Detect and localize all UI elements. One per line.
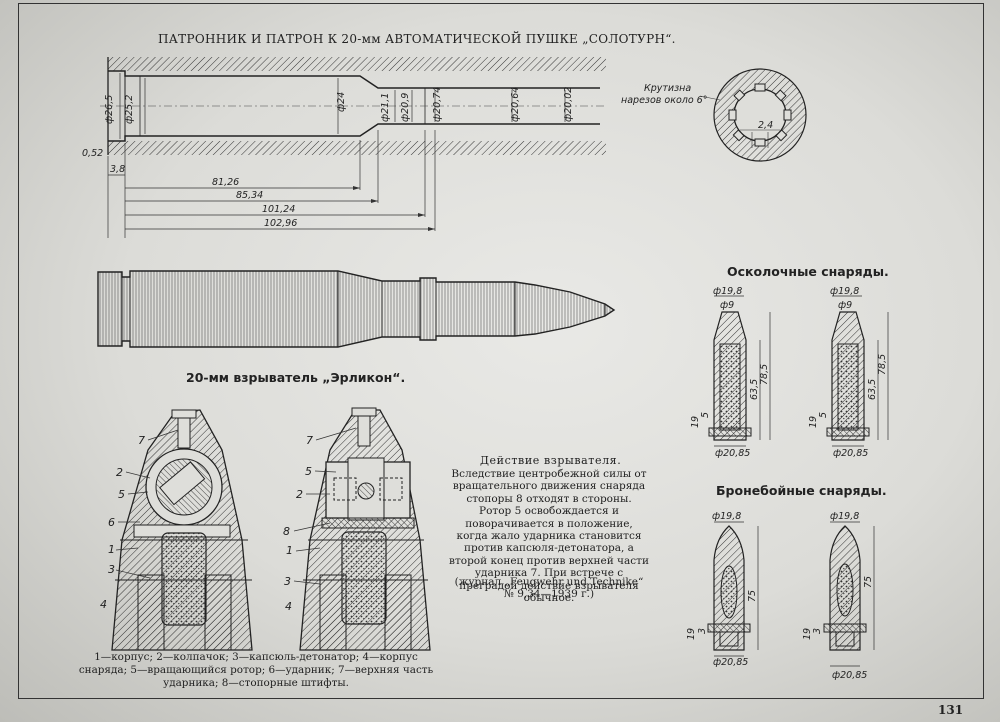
frag-base2: 5 [700,412,711,418]
figure-caption: 1—корпус; 2—колпачок; 3—капсюль-детонато… [78,651,434,689]
frag-shell-dimensions: ф19,8 ф9 63,5 78,5 19 5 ф20,85 ф19,8 ф9 … [690,286,888,459]
ap-base: 19 [802,628,813,640]
fuze-right-drawing [299,407,431,651]
fuze-left-label: 5 [118,488,125,501]
chamber-section [100,57,606,238]
ap-shell-right [823,521,875,667]
ap-top-dim: ф19,8 [830,511,859,522]
rifling-dim: 2,4 [758,120,773,131]
dim-265: ф26,5 [104,95,115,124]
ap-base2: 3 [812,628,823,634]
ap-bottom-dim: ф20,85 [713,657,748,668]
fuze-left-label: 4 [100,598,107,611]
fuze-right-label: 1 [286,544,293,557]
frag-len2: 78,5 [759,364,770,385]
fuze-right-label: 5 [305,465,312,478]
fuze-heading: 20-мм взрыватель „Эрликон“. [186,370,406,385]
fuze-right-label: 7 [306,434,313,447]
frag-bottom-dim: ф20,85 [715,448,750,459]
dim-2064: ф20,64 [510,87,521,122]
ap-top-dim: ф19,8 [712,511,741,522]
fuze-left-label: 1 [108,543,115,556]
frag-top-dim: ф19,8 [713,286,742,297]
frag-shell-left [708,295,771,447]
ap-base: 19 [686,628,697,640]
fuze-right-label: 8 [283,525,290,538]
action-text: Вследствие центробежной силы от вращател… [449,468,649,605]
frag-heading: Осколочные снаряды. [727,264,889,279]
fuze-left-label: 7 [138,434,145,447]
ap-len: 75 [747,590,758,602]
rifling-label-1: Крутизна [644,83,691,94]
page-title: ПАТРОННИК И ПАТРОН К 20-мм АВТОМАТИЧЕСКО… [158,32,676,46]
fuze-left-label: 2 [116,466,123,479]
frag-shell-right [826,295,889,447]
rifling-section: 2,4 Крутизна нарезов около 6° [621,68,807,162]
fuze-left-drawing [111,409,253,651]
frag-base1: 19 [690,416,701,428]
frag-bottom-dim: ф20,85 [833,448,868,459]
frag-base2: 5 [818,412,829,418]
len-8126: 81,26 [212,177,239,188]
frag-base1: 19 [808,416,819,428]
ap-heading: Бронебойные снаряды. [716,483,887,498]
dim-209: ф20,9 [400,93,411,122]
fuze-right-label: 3 [284,575,291,588]
frag-len1: 63,5 [749,379,760,400]
action-heading: Действие взрывателя. [480,454,622,467]
len-10296: 102,96 [264,218,297,229]
frag-top-dim: ф19,8 [830,286,859,297]
ap-len: 75 [863,576,874,588]
dim-2002: ф20,02 [563,87,574,122]
ap-base2: 3 [697,628,708,634]
fuze-right-labels: 7 5 2 8 1 3 4 [283,434,313,613]
fuze-right-label: 4 [285,600,292,613]
fuze-right-label: 2 [296,488,303,501]
dim-24: ф24 [336,92,347,112]
len-052: 0,52 [82,148,103,159]
fuze-left-labels: 7 2 5 6 1 3 4 [100,434,145,611]
rifling-label-2: нарезов около 6° [621,95,707,106]
ap-shell-dimensions: ф19,8 75 19 3 ф20,85 ф19,8 75 19 3 ф20,8… [686,511,874,681]
dim-2074: ф20,74 [432,87,443,122]
len-8534: 85,34 [236,190,263,201]
len-38: 3,8 [110,164,125,175]
frag-nose-dim: ф9 [720,300,734,311]
fuze-left-label: 3 [108,563,115,576]
frag-len2: 78,5 [877,354,888,375]
ap-bottom-dim: ф20,85 [832,670,867,681]
fuze-left-label: 6 [108,516,115,529]
frag-nose-dim: ф9 [838,300,852,311]
frag-len1: 63,5 [867,379,878,400]
len-10124: 101,24 [262,204,295,215]
dim-252: ф25,2 [124,95,135,124]
cartridge-drawing [97,270,616,348]
source-text: (журнал „Feugwehr und Technike“ № 9,34—1… [454,576,644,601]
dim-211: ф21,1 [380,93,391,122]
page-frame [18,3,984,699]
page-number: 131 [938,703,964,717]
chamber-dimensions: ф26,5 ф25,2 ф24 ф21,1 ф20,9 ф20,74 ф20,6… [82,87,574,229]
ap-shell-left [707,521,759,657]
